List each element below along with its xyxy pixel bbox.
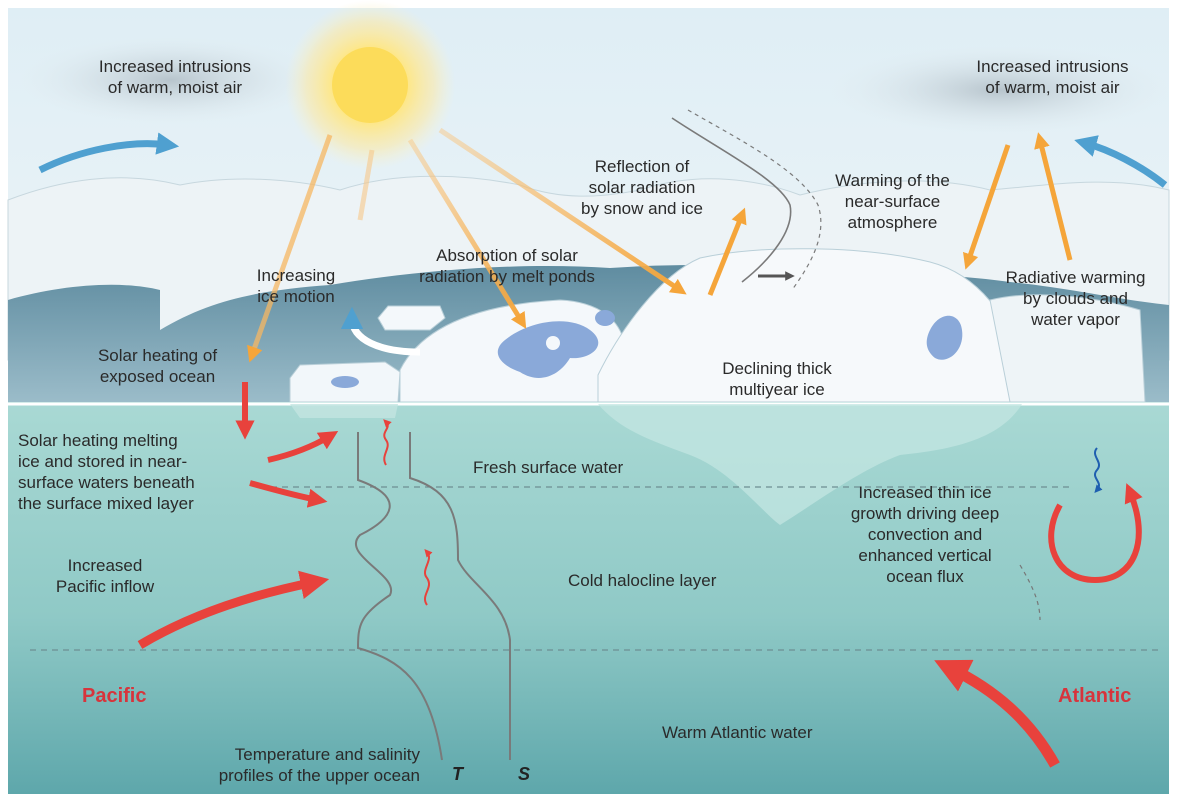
reflection-arrow	[707, 207, 747, 296]
atlantic-inflow-arrow	[934, 659, 1060, 768]
sun-icon	[332, 47, 408, 123]
ice-motion-label: Increasing ice motion	[256, 266, 336, 306]
warm-air-arrow-left	[38, 132, 180, 174]
solar-arrow-mid	[357, 149, 375, 221]
cloud-warming-arrow-down	[963, 144, 1011, 270]
solar-arrow-pond	[407, 138, 527, 329]
temperature-profile	[355, 432, 443, 761]
near-surface-warming-label: Warming of the near-surface atmosphere	[835, 171, 950, 232]
solar-arrow-ocean	[247, 134, 333, 363]
ocean	[8, 402, 1169, 794]
cloud-left	[20, 35, 320, 125]
ice-floe-slab	[377, 305, 446, 331]
halocline-label: Cold halocline layer	[568, 571, 717, 590]
salinity-profile	[409, 432, 511, 760]
warm-air-arrow-right	[1074, 135, 1168, 188]
flux-squiggle-lower	[424, 548, 433, 606]
melting-stored-label: Solar heating melting ice and stored in …	[18, 431, 195, 513]
multiyear-ice-label: Declining thick multiyear ice	[722, 359, 832, 399]
cloud-warming-arrow-up	[1034, 132, 1073, 261]
cloud-right	[830, 45, 1170, 135]
reflection-label: Reflection of solar radiation by snow an…	[581, 157, 703, 218]
pacific-inflow-label: Increased Pacific inflow	[55, 556, 155, 596]
thin-ice-growth-label: Increased thin ice growth driving deep c…	[850, 483, 1000, 586]
solar-arrow-ice	[438, 127, 687, 295]
fresh-water-label: Fresh surface water	[473, 458, 624, 477]
ice-keel-large	[598, 404, 1022, 525]
pacific-inflow-arrow	[137, 570, 330, 649]
temperature-axis-label: T	[452, 764, 463, 784]
atlantic-label: Atlantic	[1058, 685, 1132, 707]
radiative-warming-label: Radiative warming by clouds and water va…	[1005, 268, 1146, 329]
melt-pond-4	[595, 310, 615, 326]
stored-heat-arrow-1	[267, 430, 339, 463]
atmos-profile-dashed	[687, 109, 822, 291]
warm-atlantic-label: Warm Atlantic water	[662, 723, 813, 742]
ice-floe-right	[989, 294, 1146, 403]
melt-pond-label: Absorption of solar radiation by melt po…	[419, 246, 595, 286]
atmos-profile-solid	[671, 117, 792, 283]
flux-squiggle-upper	[383, 419, 392, 466]
ice-motion-arrow	[340, 306, 421, 356]
exposed-ocean-label: Solar heating of exposed ocean	[97, 346, 218, 386]
melt-pond-3	[331, 376, 359, 388]
leader-line-thin-ice	[1019, 564, 1041, 621]
profiles-caption: Temperature and salinity profiles of the…	[218, 745, 420, 785]
warm-air-label-right: Increased intrusions of warm, moist air	[976, 57, 1129, 97]
pacific-label: Pacific	[82, 685, 147, 707]
melt-pond-1	[497, 321, 599, 378]
stored-heat-arrow-2	[249, 480, 328, 508]
flux-squiggle-down	[1094, 447, 1103, 494]
convection-loop-arrow	[1048, 483, 1143, 584]
melt-pond-hole	[546, 336, 560, 350]
ice-keel-left	[290, 404, 398, 418]
salinity-axis-label: S	[518, 764, 531, 784]
melt-pond-2	[926, 315, 963, 360]
warm-air-label-left: Increased intrusions of warm, moist air	[98, 57, 252, 97]
